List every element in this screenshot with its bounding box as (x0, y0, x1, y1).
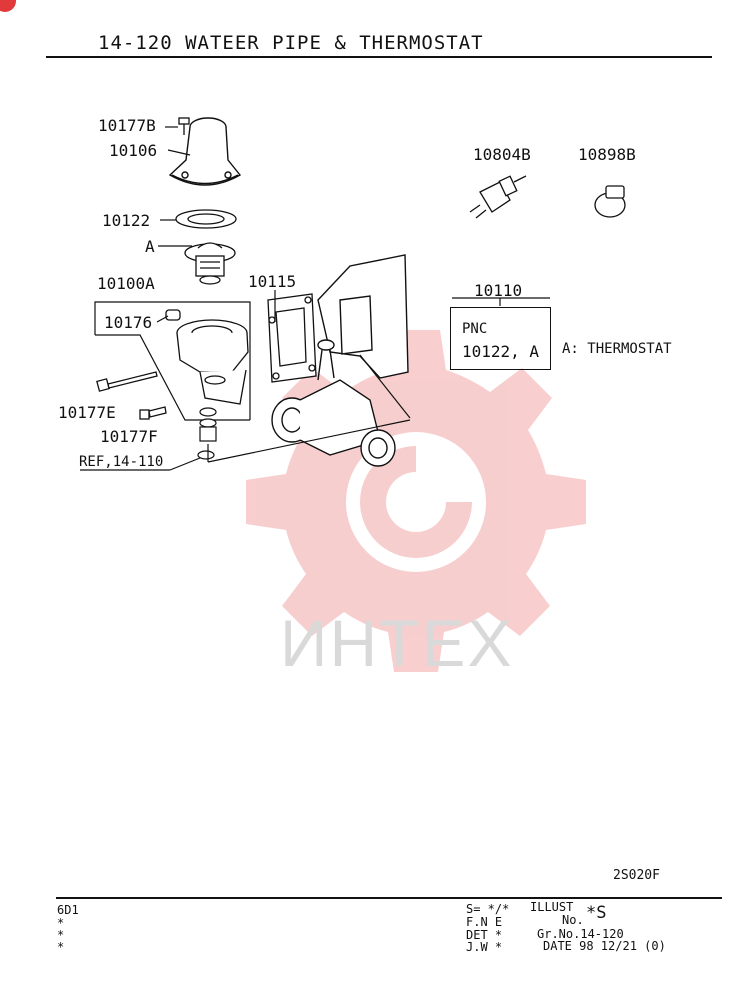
corner-logo-icon (0, 0, 16, 12)
gasket-10115 (267, 293, 317, 383)
thermostat-A (184, 242, 236, 285)
part-label-10177B: 10177B (98, 116, 156, 135)
gasket-10122 (175, 209, 237, 229)
footer-det-field: DET * (466, 928, 503, 942)
pnc-line2: 10122, A (462, 342, 540, 361)
legend-thermostat: A: THERMOSTAT (562, 341, 672, 357)
sensor-10804B (469, 175, 527, 219)
footer-divider (56, 897, 722, 899)
part-label-10898B: 10898B (578, 145, 636, 164)
footer-fne-field: F.N E (466, 915, 503, 929)
o-rings (197, 407, 217, 460)
footer-illust-label: ILLUST (530, 900, 574, 914)
part-label-10176: 10176 (104, 313, 153, 332)
bolt-10177E (96, 371, 158, 392)
model-code: 6D1 (57, 903, 79, 917)
plug-10898B (594, 185, 626, 218)
footer-s-field: S= */* (466, 902, 510, 916)
leader-lines (80, 126, 550, 471)
footer-star-1: * (57, 916, 65, 930)
water-outlet-pipe (168, 117, 242, 186)
part-label-10804B: 10804B (473, 145, 531, 164)
part-label-10177E: 10177E (58, 403, 116, 422)
part-label-10115: 10115 (248, 272, 297, 291)
thermostat-housing-10100A (176, 319, 249, 405)
illustration-code: 2S020F (613, 868, 660, 883)
plug-10176 (165, 309, 181, 321)
footer-group-number: Gr.No.14-120 (537, 927, 624, 941)
part-label-10106: 10106 (109, 141, 158, 160)
reference-label: REF,14-110 (79, 454, 164, 470)
header-divider (46, 56, 712, 58)
group-bracket-10100A (94, 301, 251, 421)
pnc-note-box (450, 307, 551, 370)
bolt-10177B (178, 117, 190, 135)
water-pump (271, 254, 409, 467)
footer-no-value: *S (586, 903, 607, 923)
footer-date: DATE 98 12/21 (0) (543, 939, 666, 953)
footer-no-label: No. (562, 913, 584, 927)
footer-star-3: * (57, 940, 65, 954)
part-label-A: A (145, 237, 155, 256)
part-label-10177F: 10177F (100, 427, 158, 446)
watermark-text: ИНТЕХ (280, 606, 514, 680)
page-title: 14-120 WATEER PIPE & THERMOSTAT (98, 32, 484, 54)
part-label-10110: 10110 (474, 281, 523, 300)
footer-jw-field: J.W * (466, 940, 503, 954)
part-label-10122: 10122 (102, 211, 151, 230)
footer-star-2: * (57, 928, 65, 942)
bolt-10177F (139, 406, 167, 420)
pnc-line1: PNC (462, 321, 488, 337)
part-label-10100A: 10100A (97, 274, 155, 293)
